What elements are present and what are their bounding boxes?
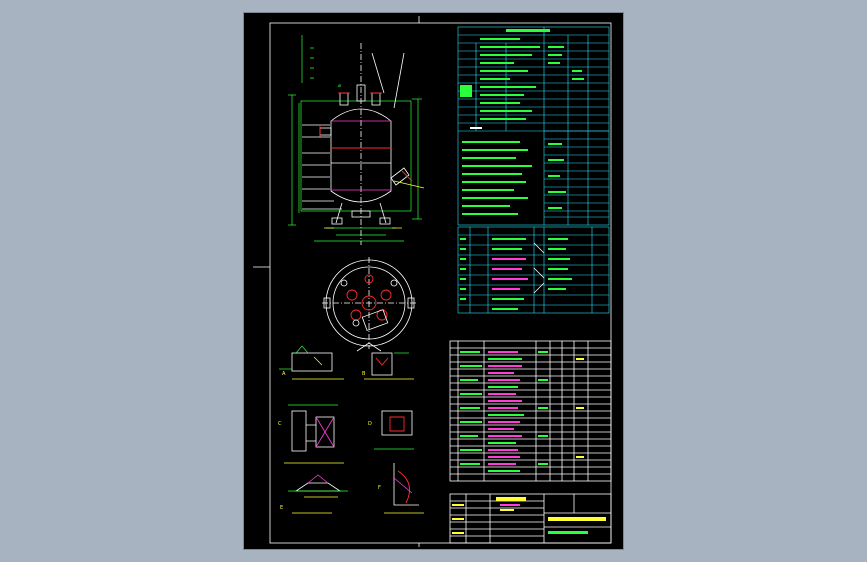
svg-text:⌀: ⌀ [338,83,341,89]
vessel-elevation-view: ⌀ [288,35,425,245]
svg-text:F: F [378,485,381,491]
svg-text:E: E [280,505,283,511]
nozzle-table [457,226,610,314]
drawing-canvas: ⌀ [253,16,612,547]
drawing-frame [269,22,612,544]
vessel-shell [330,108,392,203]
parts-list-table [449,340,612,482]
svg-text:B: B [362,371,366,377]
detail-views: A B C D E F [278,345,424,514]
svg-text:D: D [368,421,372,427]
technical-data-table [457,26,610,226]
drawing-sheet: ⌀ [244,13,623,549]
vessel-plan-view [322,257,416,352]
svg-text:C: C [278,421,282,427]
center-nozzle [361,295,377,311]
svg-text:A: A [282,371,286,377]
title-block [449,493,612,544]
